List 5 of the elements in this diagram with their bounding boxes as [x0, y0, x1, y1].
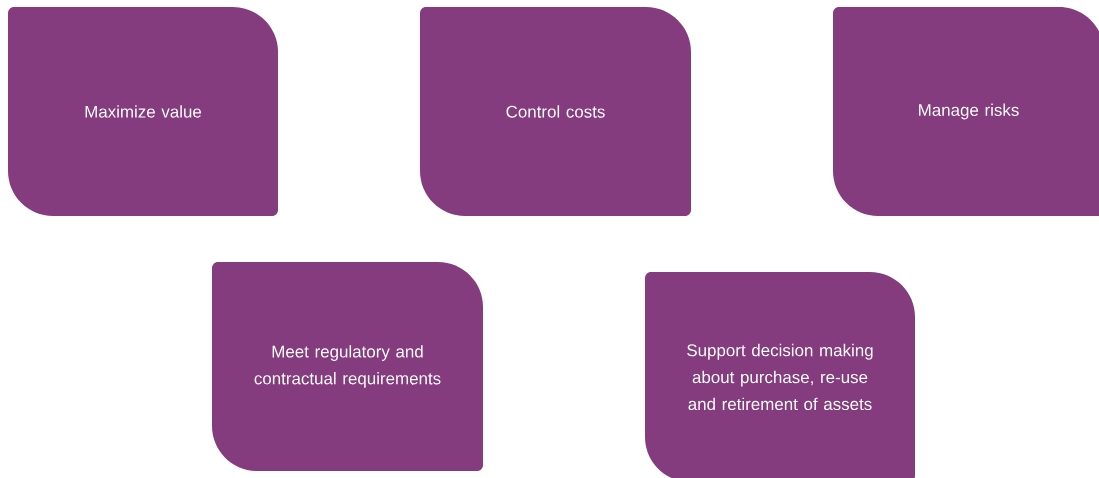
goal-box: Manage risks — [833, 7, 1099, 216]
goal-box: Meet regulatory and contractual requirements — [212, 262, 483, 471]
goal-box: Control costs — [420, 7, 691, 216]
goal-box: Maximize value — [8, 7, 278, 216]
goal-box: Support decision making about purchase, re-use and retirement of assets — [645, 272, 915, 478]
